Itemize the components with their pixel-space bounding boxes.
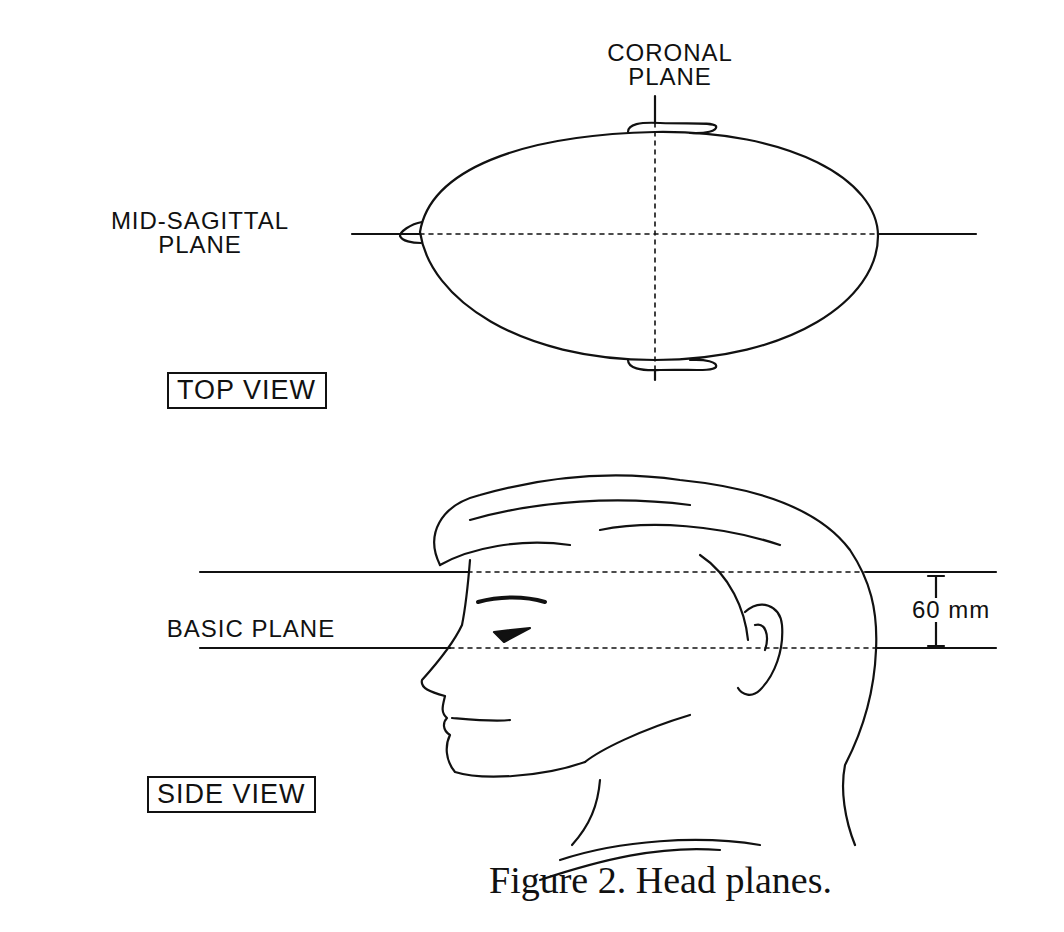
upper-plane-line	[200, 571, 468, 573]
sagittal-line	[352, 233, 420, 235]
upper-plane-line	[866, 571, 996, 573]
coronal-line	[654, 370, 656, 380]
upper-plane-dashed	[468, 571, 866, 573]
head-top-outline	[420, 132, 878, 360]
collar	[560, 840, 760, 860]
back-head	[843, 650, 876, 845]
dimension-tick	[928, 645, 944, 647]
hair-stroke	[470, 500, 690, 520]
coronal-line-dashed	[654, 123, 656, 370]
nose-top	[400, 222, 422, 243]
dimension-tick	[928, 575, 944, 577]
dimension-label: 60 mm	[910, 598, 992, 622]
sagittal-line	[878, 233, 976, 235]
basic-plane-dashed	[450, 647, 876, 649]
basic-plane-line	[200, 647, 450, 649]
plane-label: MID-SAGITTAL PLANE	[100, 209, 300, 257]
eyebrow	[478, 598, 545, 603]
ear-top	[628, 123, 716, 133]
ear-inner	[755, 625, 767, 650]
hair-stroke	[700, 555, 748, 640]
view-label: SIDE VIEW	[157, 781, 306, 808]
view-label-box: TOP VIEW	[167, 372, 327, 409]
ear-bottom	[628, 360, 716, 370]
coronal-line	[654, 96, 656, 123]
plane-label: CORONAL PLANE	[595, 41, 745, 89]
figure-caption: Figure 2. Head planes.	[489, 858, 832, 902]
ear	[738, 605, 782, 695]
plane-label: BASIC PLANE	[101, 617, 401, 641]
basic-plane-line	[876, 647, 996, 649]
hair-front	[440, 543, 570, 565]
hair-stroke	[600, 525, 780, 545]
mouth	[452, 718, 510, 721]
face-profile	[422, 560, 585, 777]
hair-top	[434, 476, 876, 650]
eye	[494, 628, 530, 642]
neck-front	[572, 780, 600, 845]
jaw	[585, 715, 690, 762]
sagittal-line-dashed	[420, 233, 878, 235]
view-label-box: SIDE VIEW	[147, 776, 316, 813]
view-label: TOP VIEW	[177, 377, 317, 404]
